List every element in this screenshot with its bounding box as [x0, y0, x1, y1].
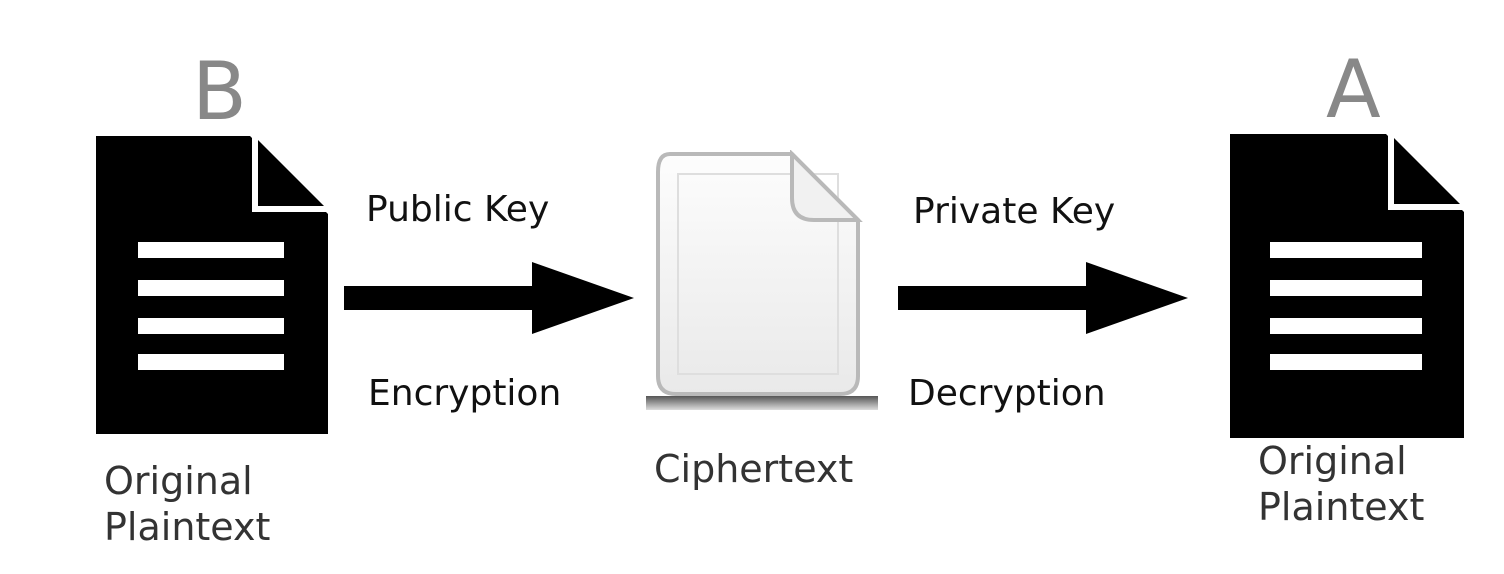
- decryption-label: Decryption: [908, 373, 1106, 414]
- decryption-arrow-icon: [898, 262, 1188, 334]
- receiver-letter: A: [1326, 43, 1381, 136]
- encryption-arrow-icon: [344, 262, 634, 334]
- receiver-caption-line1: Original: [1258, 439, 1407, 483]
- receiver-caption-line2: Plaintext: [1258, 485, 1425, 529]
- sender-caption-line1: Original: [104, 459, 253, 503]
- decrypted-plaintext-document-icon: [1230, 134, 1464, 438]
- ciphertext-caption: Ciphertext: [654, 447, 854, 491]
- sender-caption: Original Plaintext: [104, 458, 270, 550]
- public-key-label: Public Key: [366, 189, 550, 230]
- receiver-caption: Original Plaintext: [1258, 438, 1424, 530]
- ciphertext-document-icon: [646, 150, 878, 410]
- private-key-label: Private Key: [913, 191, 1116, 232]
- sender-letter: B: [192, 45, 247, 138]
- plaintext-document-icon: [96, 136, 328, 434]
- encryption-label: Encryption: [368, 373, 562, 414]
- sender-caption-line2: Plaintext: [104, 505, 271, 549]
